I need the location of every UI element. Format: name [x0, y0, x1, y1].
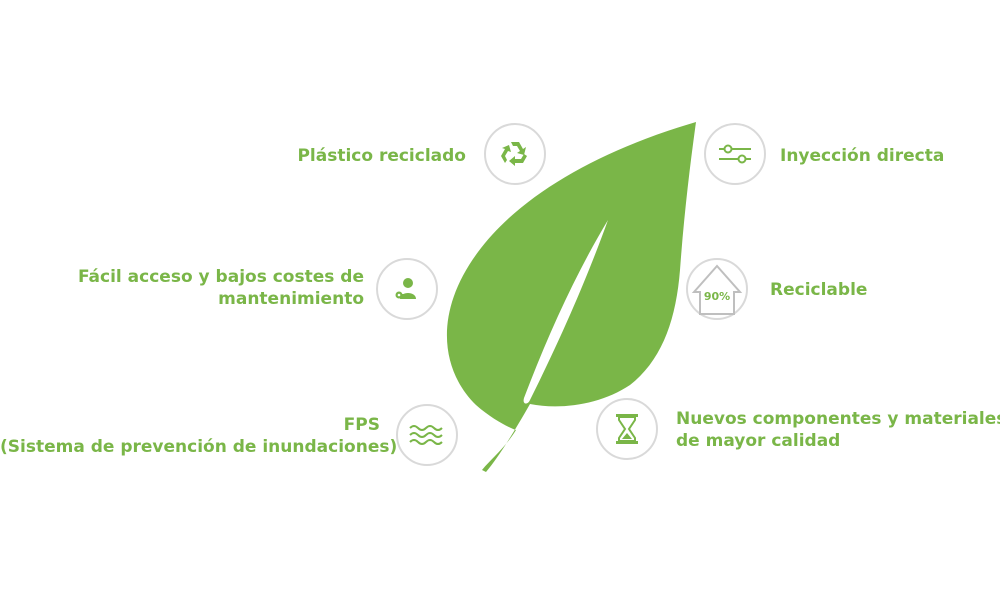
sliders-icon	[719, 144, 751, 164]
recyclable-percent: 90%	[704, 290, 730, 303]
new-components-badge	[596, 398, 658, 460]
fps-line1: FPS	[343, 415, 380, 435]
new-components-label: Nuevos componentes y materiales de mayor…	[676, 408, 1000, 452]
new-components-line1: Nuevos componentes y materiales	[676, 409, 1000, 429]
recyclable-label: Reciclable	[770, 280, 868, 300]
fps-line2: (Sistema de prevención de inundaciones)	[0, 437, 398, 457]
new-components-line2: de mayor calidad	[676, 431, 841, 451]
recycle-icon	[501, 142, 527, 166]
person-key-icon	[395, 278, 416, 299]
recyclable-badge: 90%	[686, 258, 748, 320]
direct-injection-label: Inyección directa	[780, 146, 945, 166]
easy-access-line1: Fácil acceso y bajos costes de	[77, 267, 364, 287]
recycled-plastic-label: Plástico reciclado	[297, 146, 466, 166]
fps-badge	[396, 404, 458, 466]
house-percent-icon: 90%	[691, 264, 743, 315]
recycled-plastic-badge	[484, 123, 546, 185]
direct-injection-badge	[704, 123, 766, 185]
hourglass-icon	[616, 414, 638, 444]
easy-access-line2: mantenimiento	[218, 289, 364, 309]
waves-icon	[409, 425, 443, 445]
fps-label: FPS (Sistema de prevención de inundacion…	[0, 414, 398, 458]
easy-access-badge	[376, 258, 438, 320]
easy-access-label: Fácil acceso y bajos costes de mantenimi…	[40, 266, 364, 310]
